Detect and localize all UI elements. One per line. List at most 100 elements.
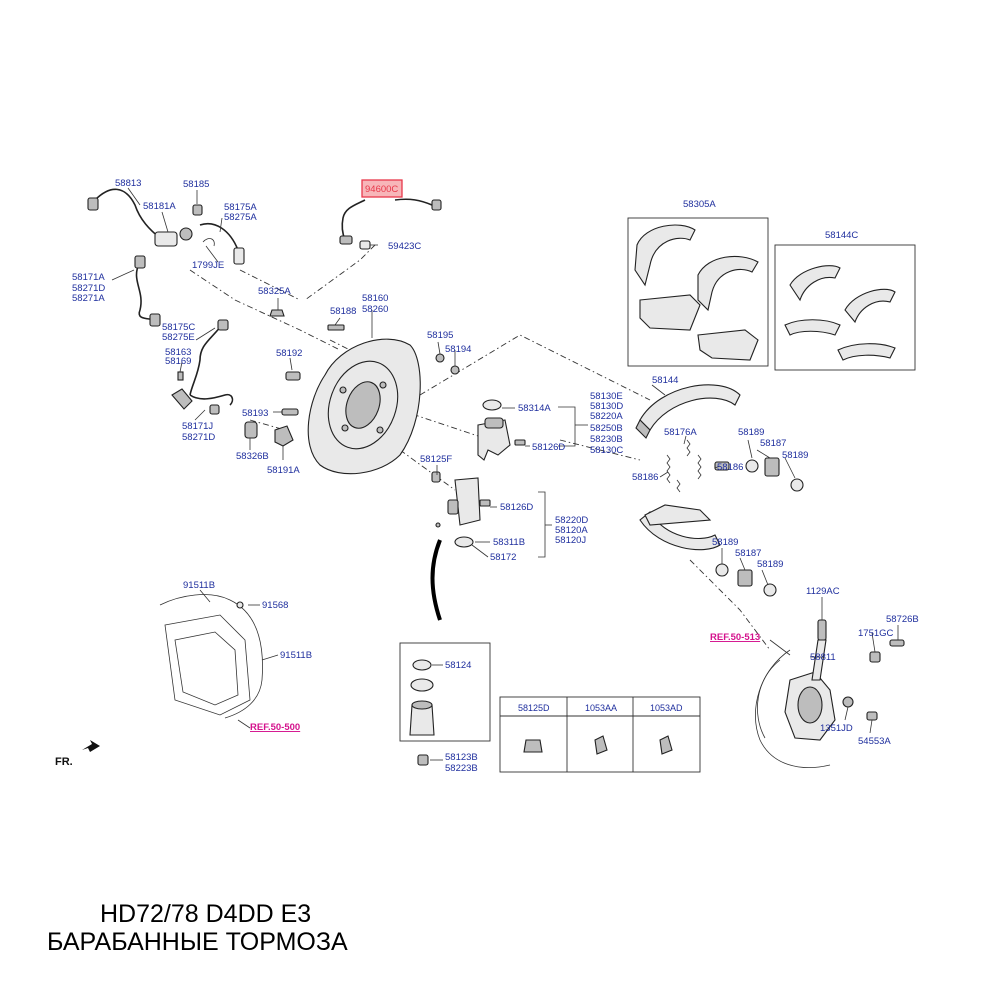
part-label-58260[interactable]: 58260 (362, 304, 388, 315)
wheel-speed-sensor-cable (339, 198, 442, 250)
brake-backing-plate (307, 338, 421, 475)
part-label-58275E[interactable]: 58275E (162, 332, 195, 343)
part-label-58123B[interactable]: 58123B (445, 752, 478, 763)
highlight-box-94600C (361, 179, 403, 198)
part-label-58187-b[interactable]: 58187 (735, 548, 761, 559)
springs-and-hardware (666, 439, 804, 597)
brake-shoe-upper (635, 384, 741, 439)
part-label-58185[interactable]: 58185 (183, 179, 209, 190)
part-label-94600C[interactable]: 94600C (365, 184, 398, 195)
hardware-table (499, 696, 701, 773)
part-label-58325A[interactable]: 58325A (258, 286, 291, 297)
part-label-58187-a[interactable]: 58187 (760, 438, 786, 449)
part-label-58305A[interactable]: 58305A (683, 199, 716, 210)
table-header-1053AD[interactable]: 1053AD (650, 703, 683, 713)
part-label-58726B[interactable]: 58726B (886, 614, 919, 625)
part-label-58125F[interactable]: 58125F (420, 454, 452, 465)
reference-links: REF.50-513 REF.50-500 (250, 632, 760, 733)
part-label-58275A[interactable]: 58275A (224, 212, 257, 223)
part-label-58169[interactable]: 58169 (165, 356, 191, 367)
part-label-58181A[interactable]: 58181A (143, 201, 176, 212)
part-labels: 58813 58185 58181A 58175A 58275A 1799JE … (72, 178, 919, 774)
diagram-title-section: БАРАБАННЫЕ ТОРМОЗА (47, 928, 348, 956)
part-label-1751GC[interactable]: 1751GC (858, 628, 894, 639)
diagram-title-model: HD72/78 D4DD E3 (100, 900, 312, 928)
part-label-58186-a[interactable]: 58186 (632, 472, 658, 483)
abs-sensor-harness-upper (87, 188, 245, 265)
part-label-59423C[interactable]: 59423C (388, 241, 421, 252)
ref-link-50-500[interactable]: REF.50-500 (250, 722, 300, 733)
part-label-58195[interactable]: 58195 (427, 330, 453, 341)
hub-and-dust-shield (755, 619, 905, 768)
brake-shoe-lower (639, 504, 721, 551)
part-label-58230B[interactable]: 58230B (590, 434, 623, 445)
part-label-58271D[interactable]: 58271D (72, 283, 105, 294)
kit-box-58305A (627, 217, 769, 367)
part-label-1799JE[interactable]: 1799JE (192, 260, 224, 271)
part-label-1351JD[interactable]: 1351JD (820, 723, 853, 734)
part-label-91511B-b[interactable]: 91511B (280, 650, 312, 661)
part-label-58144C[interactable]: 58144C (825, 230, 858, 241)
part-label-58271D-lower[interactable]: 58271D (182, 432, 215, 443)
part-label-58223B[interactable]: 58223B (445, 763, 478, 774)
table-header-58125D[interactable]: 58125D (518, 703, 550, 713)
part-label-58172[interactable]: 58172 (490, 552, 516, 563)
part-label-58120A[interactable]: 58120A (555, 525, 588, 536)
part-label-58126D-lower[interactable]: 58126D (500, 502, 533, 513)
part-label-58120J[interactable]: 58120J (555, 535, 586, 546)
part-label-58220A[interactable]: 58220A (590, 411, 623, 422)
part-label-58189-b[interactable]: 58189 (782, 450, 808, 461)
part-label-58186-b[interactable]: 58186 (717, 462, 743, 473)
part-label-58314A[interactable]: 58314A (518, 403, 551, 414)
part-label-58126D[interactable]: 58126D (532, 442, 565, 453)
wheel-cylinder-upper (477, 399, 526, 461)
hardware-table-headers: 58125D 1053AA 1053AD (518, 703, 683, 713)
part-label-91511B-a[interactable]: 91511B (183, 580, 215, 591)
part-label-58311B[interactable]: 58311B (493, 537, 525, 548)
abs-sensor-harness-lower (171, 319, 234, 415)
part-label-58811[interactable]: 58811 (810, 652, 836, 663)
direction-arrow-down (430, 539, 442, 621)
abs-sensor-harness-left (134, 255, 161, 327)
part-label-58188[interactable]: 58188 (330, 306, 356, 317)
part-label-58271A[interactable]: 58271A (72, 293, 105, 304)
part-label-1129AC[interactable]: 1129AC (806, 586, 840, 597)
part-label-58220D[interactable]: 58220D (555, 515, 588, 526)
front-direction-label: FR. (55, 756, 73, 768)
front-direction-arrow (82, 740, 100, 752)
table-header-1053AA[interactable]: 1053AA (585, 703, 617, 713)
part-label-58250B[interactable]: 58250B (590, 423, 623, 434)
part-label-58175C[interactable]: 58175C (162, 322, 195, 333)
part-label-54553A[interactable]: 54553A (858, 736, 891, 747)
part-label-58192[interactable]: 58192 (276, 348, 302, 359)
part-label-58191A[interactable]: 58191A (267, 465, 300, 476)
part-label-58124[interactable]: 58124 (445, 660, 471, 671)
small-fasteners-left (244, 309, 460, 447)
subassembly-box (399, 642, 491, 766)
part-label-58130E[interactable]: 58130E (590, 391, 623, 402)
part-label-58813[interactable]: 58813 (115, 178, 141, 189)
part-label-58189-a[interactable]: 58189 (738, 427, 764, 438)
part-label-58193[interactable]: 58193 (242, 408, 268, 419)
part-label-58189-c[interactable]: 58189 (712, 537, 738, 548)
part-label-58163[interactable]: 58163 (165, 347, 191, 358)
part-label-58160[interactable]: 58160 (362, 293, 388, 304)
part-label-58326B[interactable]: 58326B (236, 451, 269, 462)
part-label-58176A[interactable]: 58176A (664, 427, 697, 438)
part-label-58171A[interactable]: 58171A (72, 272, 105, 283)
part-label-58189-d[interactable]: 58189 (757, 559, 783, 570)
part-label-58130D[interactable]: 58130D (590, 401, 623, 412)
part-label-58144[interactable]: 58144 (652, 375, 678, 386)
part-label-91568[interactable]: 91568 (262, 600, 288, 611)
kit-box-58144C (774, 244, 916, 371)
wheel-cylinder-lower (431, 471, 491, 548)
leader-lines (111, 187, 899, 761)
part-label-58130C[interactable]: 58130C (590, 445, 623, 456)
part-label-58175A[interactable]: 58175A (224, 202, 257, 213)
part-label-58171J[interactable]: 58171J (182, 421, 213, 432)
ref-link-50-513[interactable]: REF.50-513 (710, 632, 760, 643)
part-label-58194[interactable]: 58194 (445, 344, 471, 355)
axle-housing-cover (159, 594, 263, 719)
